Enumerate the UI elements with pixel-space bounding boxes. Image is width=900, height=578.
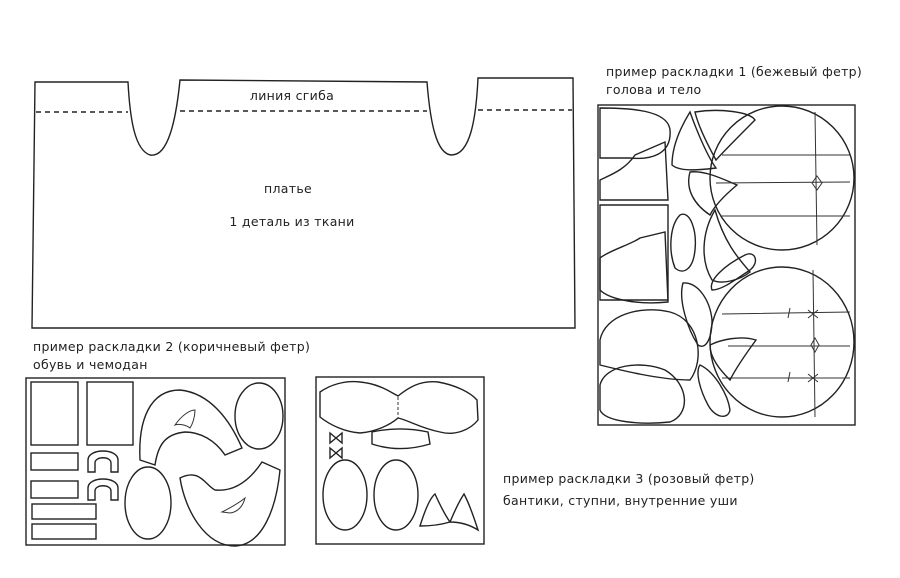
dress-title: платье	[264, 181, 312, 196]
piece	[220, 496, 246, 514]
piece	[599, 231, 669, 304]
guide-lines	[715, 111, 851, 246]
piece	[694, 109, 756, 162]
layout1-subtitle: голова и тело	[606, 82, 701, 97]
piece	[671, 110, 718, 171]
foot-piece	[373, 459, 419, 531]
piece	[709, 337, 758, 382]
small-bow	[329, 431, 343, 445]
dress-outline	[31, 77, 576, 329]
dart-mark	[811, 175, 823, 191]
layout3-title: пример раскладки 3 (розовый фетр)	[503, 471, 755, 486]
piece	[87, 478, 119, 501]
layout1-frame	[597, 104, 856, 426]
head-piece	[709, 105, 855, 251]
piece	[124, 466, 172, 540]
piece	[697, 364, 731, 417]
layout3-sheet	[315, 376, 485, 545]
small-bow	[329, 446, 343, 460]
body-piece	[709, 266, 855, 418]
piece	[599, 140, 669, 201]
bow-piece	[319, 380, 479, 434]
piece	[179, 461, 281, 547]
layout2-sheet	[25, 377, 286, 547]
inner-ear-piece	[419, 492, 452, 527]
piece	[599, 107, 671, 160]
layout2-frame	[25, 377, 286, 546]
piece	[30, 381, 79, 446]
inner-ear-piece	[448, 492, 480, 532]
piece	[30, 452, 79, 471]
layout2-title: пример раскладки 2 (коричневый фетр)	[33, 339, 310, 354]
foot-piece	[322, 459, 368, 531]
piece	[139, 389, 243, 466]
piece	[371, 428, 431, 450]
layout2-subtitle: обувь и чемодан	[33, 357, 148, 372]
piece	[599, 364, 686, 424]
piece	[30, 480, 79, 499]
layout3-subtitle: бантики, ступни, внутренние уши	[503, 493, 738, 508]
piece	[670, 213, 697, 272]
fold-line-label: линия сгиба	[250, 88, 334, 103]
guide-lines	[721, 269, 851, 418]
layout1-title: пример раскладки 1 (бежевый фетр)	[606, 64, 862, 79]
piece	[710, 253, 757, 291]
dress-pattern: линия сгиба платье 1 деталь из ткани	[31, 77, 576, 329]
piece	[599, 309, 699, 381]
layout3-frame	[315, 376, 485, 545]
piece	[31, 503, 97, 520]
piece	[87, 450, 119, 473]
piece	[173, 409, 196, 429]
piece	[703, 208, 751, 283]
piece	[681, 282, 713, 347]
piece	[31, 523, 97, 540]
piece	[688, 171, 739, 217]
dart-mark	[787, 307, 820, 383]
piece	[234, 382, 284, 450]
piece	[86, 381, 134, 446]
dress-subtitle: 1 деталь из ткани	[229, 214, 354, 229]
layout1-sheet	[597, 104, 856, 426]
